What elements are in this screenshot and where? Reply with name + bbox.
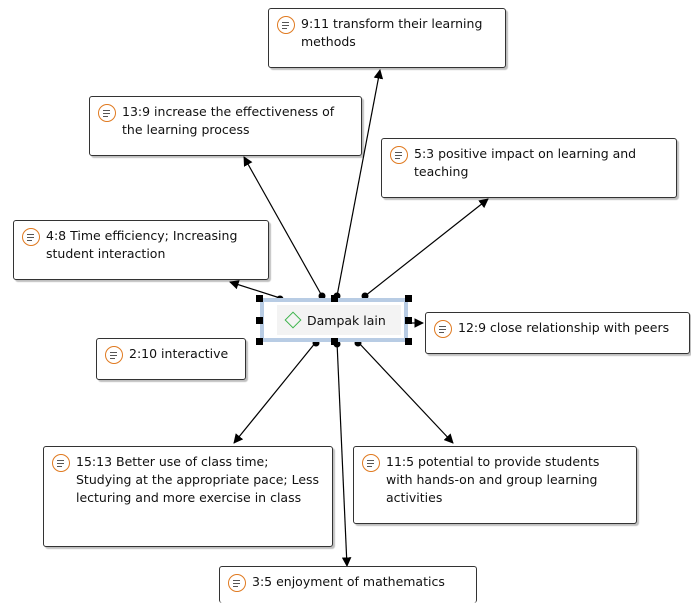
- selection-handle-tl[interactable]: [256, 295, 263, 302]
- selection-handle-ml[interactable]: [256, 317, 263, 324]
- quotation-node-9-11[interactable]: 9:11 transform their learning methods: [268, 8, 506, 68]
- link-5-3: [364, 198, 489, 297]
- code-node-body: Dampak lain: [277, 305, 401, 335]
- link-9-11: [336, 69, 384, 297]
- quotation-text: 9:11 transform their learning methods: [301, 16, 483, 49]
- selection-handle-bm[interactable]: [331, 338, 338, 345]
- quotation-node-11-5[interactable]: 11:5 potential to provide students with …: [353, 446, 637, 524]
- quotation-text: 2:10 interactive: [129, 346, 229, 361]
- quotation-text: 12:9 close relationship with peers: [458, 320, 670, 335]
- link-11-5: [357, 341, 454, 444]
- quotation-icon: [228, 574, 246, 592]
- quotation-icon: [52, 454, 70, 472]
- quotation-text: 4:8 Time efficiency; Increasing student …: [46, 228, 238, 261]
- quotation-node-3-5[interactable]: 3:5 enjoyment of mathematics: [219, 566, 477, 603]
- quotation-icon: [105, 346, 123, 364]
- quotation-node-4-8[interactable]: 4:8 Time efficiency; Increasing student …: [13, 220, 269, 280]
- quotation-text: 11:5 potential to provide students with …: [386, 454, 600, 505]
- selection-handle-tr[interactable]: [405, 295, 412, 302]
- quotation-text: 15:13 Better use of class time; Studying…: [76, 454, 320, 505]
- quotation-text: 5:3 positive impact on learning and teac…: [414, 146, 637, 179]
- code-diamond-icon: [284, 311, 302, 329]
- link-15-13: [233, 341, 317, 444]
- link-13-9: [243, 156, 323, 297]
- quotation-text: 3:5 enjoyment of mathematics: [252, 574, 445, 589]
- quotation-icon: [362, 454, 380, 472]
- quotation-icon: [277, 16, 295, 34]
- quotation-icon: [98, 104, 116, 122]
- quotation-node-15-13[interactable]: 15:13 Better use of class time; Studying…: [43, 446, 333, 547]
- selection-handle-mr[interactable]: [405, 317, 412, 324]
- quotation-text: 13:9 increase the effectiveness of the l…: [122, 104, 335, 137]
- selection-handle-tm[interactable]: [331, 295, 338, 302]
- link-3-5: [336, 341, 352, 567]
- quotation-node-13-9[interactable]: 13:9 increase the effectiveness of the l…: [89, 96, 362, 156]
- selection-handle-bl[interactable]: [256, 338, 263, 345]
- selection-handle-br[interactable]: [405, 338, 412, 345]
- quotation-icon: [22, 228, 40, 246]
- quotation-icon: [390, 146, 408, 164]
- quotation-node-5-3[interactable]: 5:3 positive impact on learning and teac…: [381, 138, 677, 198]
- code-node-label: Dampak lain: [307, 312, 386, 328]
- quotation-node-12-9[interactable]: 12:9 close relationship with peers: [425, 312, 690, 354]
- quotation-icon: [434, 320, 452, 338]
- code-node-dampak-lain[interactable]: Dampak lain: [260, 298, 408, 342]
- quotation-node-2-10[interactable]: 2:10 interactive: [96, 338, 246, 380]
- link-4-8: [229, 280, 281, 299]
